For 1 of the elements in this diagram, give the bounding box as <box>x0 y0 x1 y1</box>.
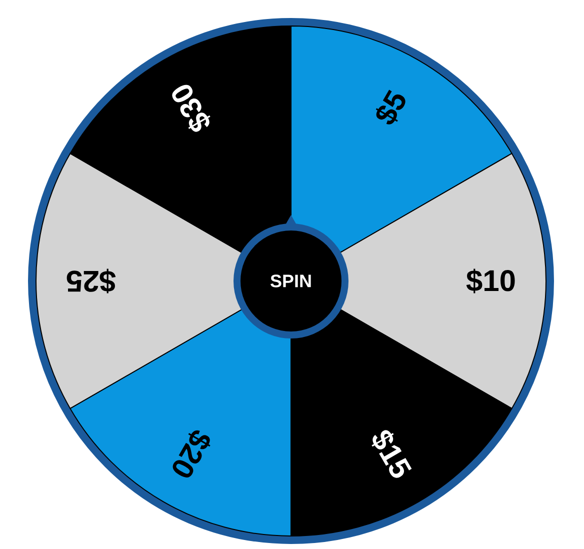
spin-button: SPIN <box>234 215 348 338</box>
